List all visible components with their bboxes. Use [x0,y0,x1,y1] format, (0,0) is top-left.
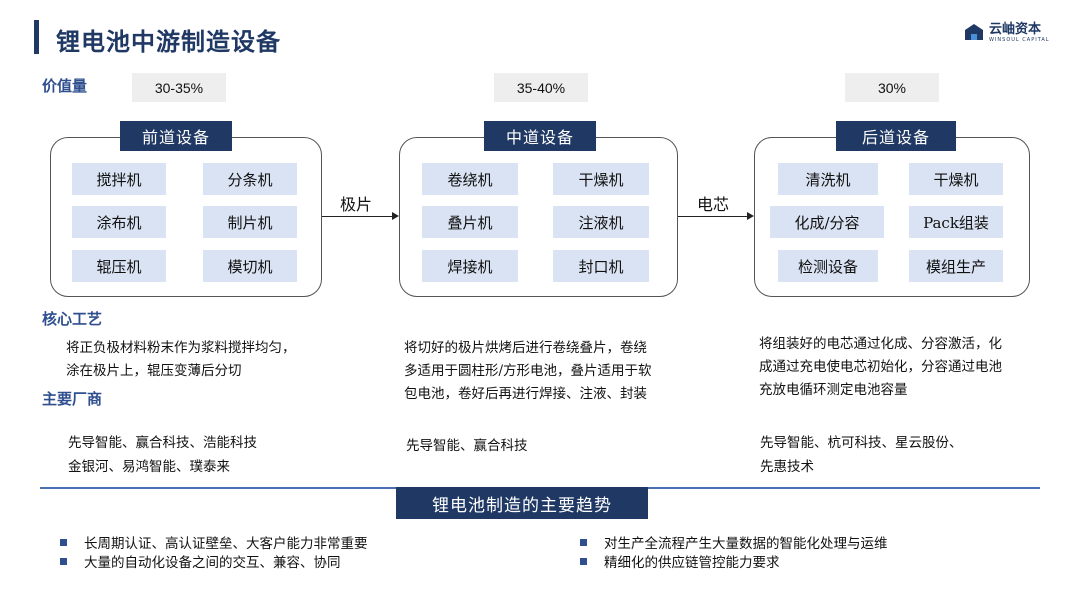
machine-injector: 注液机 [553,206,649,238]
trend-item: 精细化的供应链管控能力要求 [580,551,780,571]
trends-title: 锂电池制造的主要趋势 [396,487,648,519]
bullet-icon [60,557,67,565]
bullet-icon [60,538,67,546]
trend-item: 大量的自动化设备之间的交互、兼容、协同 [60,551,341,571]
machine-sealer: 封口机 [553,250,649,282]
value-back: 30% [845,73,939,102]
logo: 云岫资本 WINSOUL CAPITAL [963,22,1050,44]
label-value: 价值量 [42,77,88,95]
trend-item: 长周期认证、高认证壁垒、大客户能力非常重要 [60,532,368,552]
machine-coater: 涂布机 [72,206,166,238]
machine-dryer-back: 干燥机 [909,163,1003,195]
process-front-line: 将正负极材料粉末作为浆料搅拌均匀， [66,340,296,356]
machine-formation-grading: 化成/分容 [770,206,884,238]
vendors-back-line: 先惠技术 [760,459,814,475]
trend-item: 对生产全流程产生大量数据的智能化处理与运维 [580,532,888,552]
process-middle: 将切好的极片烘烤后进行卷绕叠片，卷绕 多适用于圆柱形/方形电池，叠片适用于软 包… [404,337,652,406]
label-vendors: 主要厂商 [42,390,103,408]
arrow-head-1 [392,212,399,220]
process-front: 将正负极材料粉末作为浆料搅拌均匀， 涂在极片上，辊压变薄后分切 [66,337,296,383]
machine-roller-press: 辊压机 [72,250,166,282]
logo-icon [965,24,983,40]
machine-welder: 焊接机 [422,250,518,282]
title-accent-bar [34,20,39,54]
value-front: 30-35% [132,73,226,102]
vendors-middle: 先导智能、赢合科技 [406,435,528,458]
process-back-line: 充放电循环测定电池容量 [759,382,908,398]
vendors-front-line: 先导智能、赢合科技、浩能科技 [68,435,257,451]
machine-sheet-maker: 制片机 [203,206,297,238]
bullet-icon [580,538,587,546]
trend-item-text: 大量的自动化设备之间的交互、兼容、协同 [84,555,341,571]
logo-name-cn: 云岫资本 [989,22,1042,37]
trend-item-text: 对生产全流程产生大量数据的智能化处理与运维 [604,536,888,552]
process-front-line: 涂在极片上，辊压变薄后分切 [66,363,242,379]
process-back-line: 成通过充电使电芯初始化，分容通过电池 [759,359,1002,375]
logo-name-en: WINSOUL CAPITAL [989,37,1050,43]
machine-pack-assembly: Pack组装 [909,206,1003,238]
trend-item-text: 长周期认证、高认证壁垒、大客户能力非常重要 [84,536,368,552]
label-process: 核心工艺 [42,310,103,328]
process-back-line: 将组装好的电芯通过化成、分容激活，化 [759,336,1002,352]
machine-winder: 卷绕机 [422,163,518,195]
vendors-back-line: 先导智能、杭可科技、星云股份、 [760,435,963,451]
vendors-front-line: 金银河、易鸿智能、璞泰来 [68,459,230,475]
arrow-line-1 [322,216,392,218]
machine-testing: 检测设备 [778,250,878,282]
vendors-middle-line: 先导智能、赢合科技 [406,438,528,454]
process-back: 将组装好的电芯通过化成、分容激活，化 成通过充电使电芯初始化，分容通过电池 充放… [759,333,1002,402]
value-middle: 35-40% [494,73,588,102]
arrow-label-cell: 电芯 [697,195,730,214]
machine-dryer-mid: 干燥机 [553,163,649,195]
bullet-icon [580,557,587,565]
process-middle-line: 包电池，卷好后再进行焊接、注液、封装 [404,386,647,402]
stage-middle-title: 中道设备 [484,121,596,151]
machine-slitter: 分条机 [203,163,297,195]
machine-cleaner: 清洗机 [778,163,878,195]
process-middle-line: 多适用于圆柱形/方形电池，叠片适用于软 [404,363,652,379]
vendors-back: 先导智能、杭可科技、星云股份、 先惠技术 [760,431,963,479]
machine-stacker: 叠片机 [422,206,518,238]
vendors-front: 先导智能、赢合科技、浩能科技 金银河、易鸿智能、璞泰来 [68,431,257,479]
stage-back-title: 后道设备 [836,121,956,151]
trend-item-text: 精细化的供应链管控能力要求 [604,555,780,571]
page-title: 锂电池中游制造设备 [56,27,281,56]
machine-mixer: 搅拌机 [72,163,166,195]
arrow-head-2 [747,212,754,220]
arrow-line-2 [678,216,747,218]
stage-front-title: 前道设备 [120,121,232,151]
machine-module-production: 模组生产 [909,250,1003,282]
process-middle-line: 将切好的极片烘烤后进行卷绕叠片，卷绕 [404,340,647,356]
machine-die-cutter: 模切机 [203,250,297,282]
arrow-label-electrode: 极片 [340,195,373,214]
